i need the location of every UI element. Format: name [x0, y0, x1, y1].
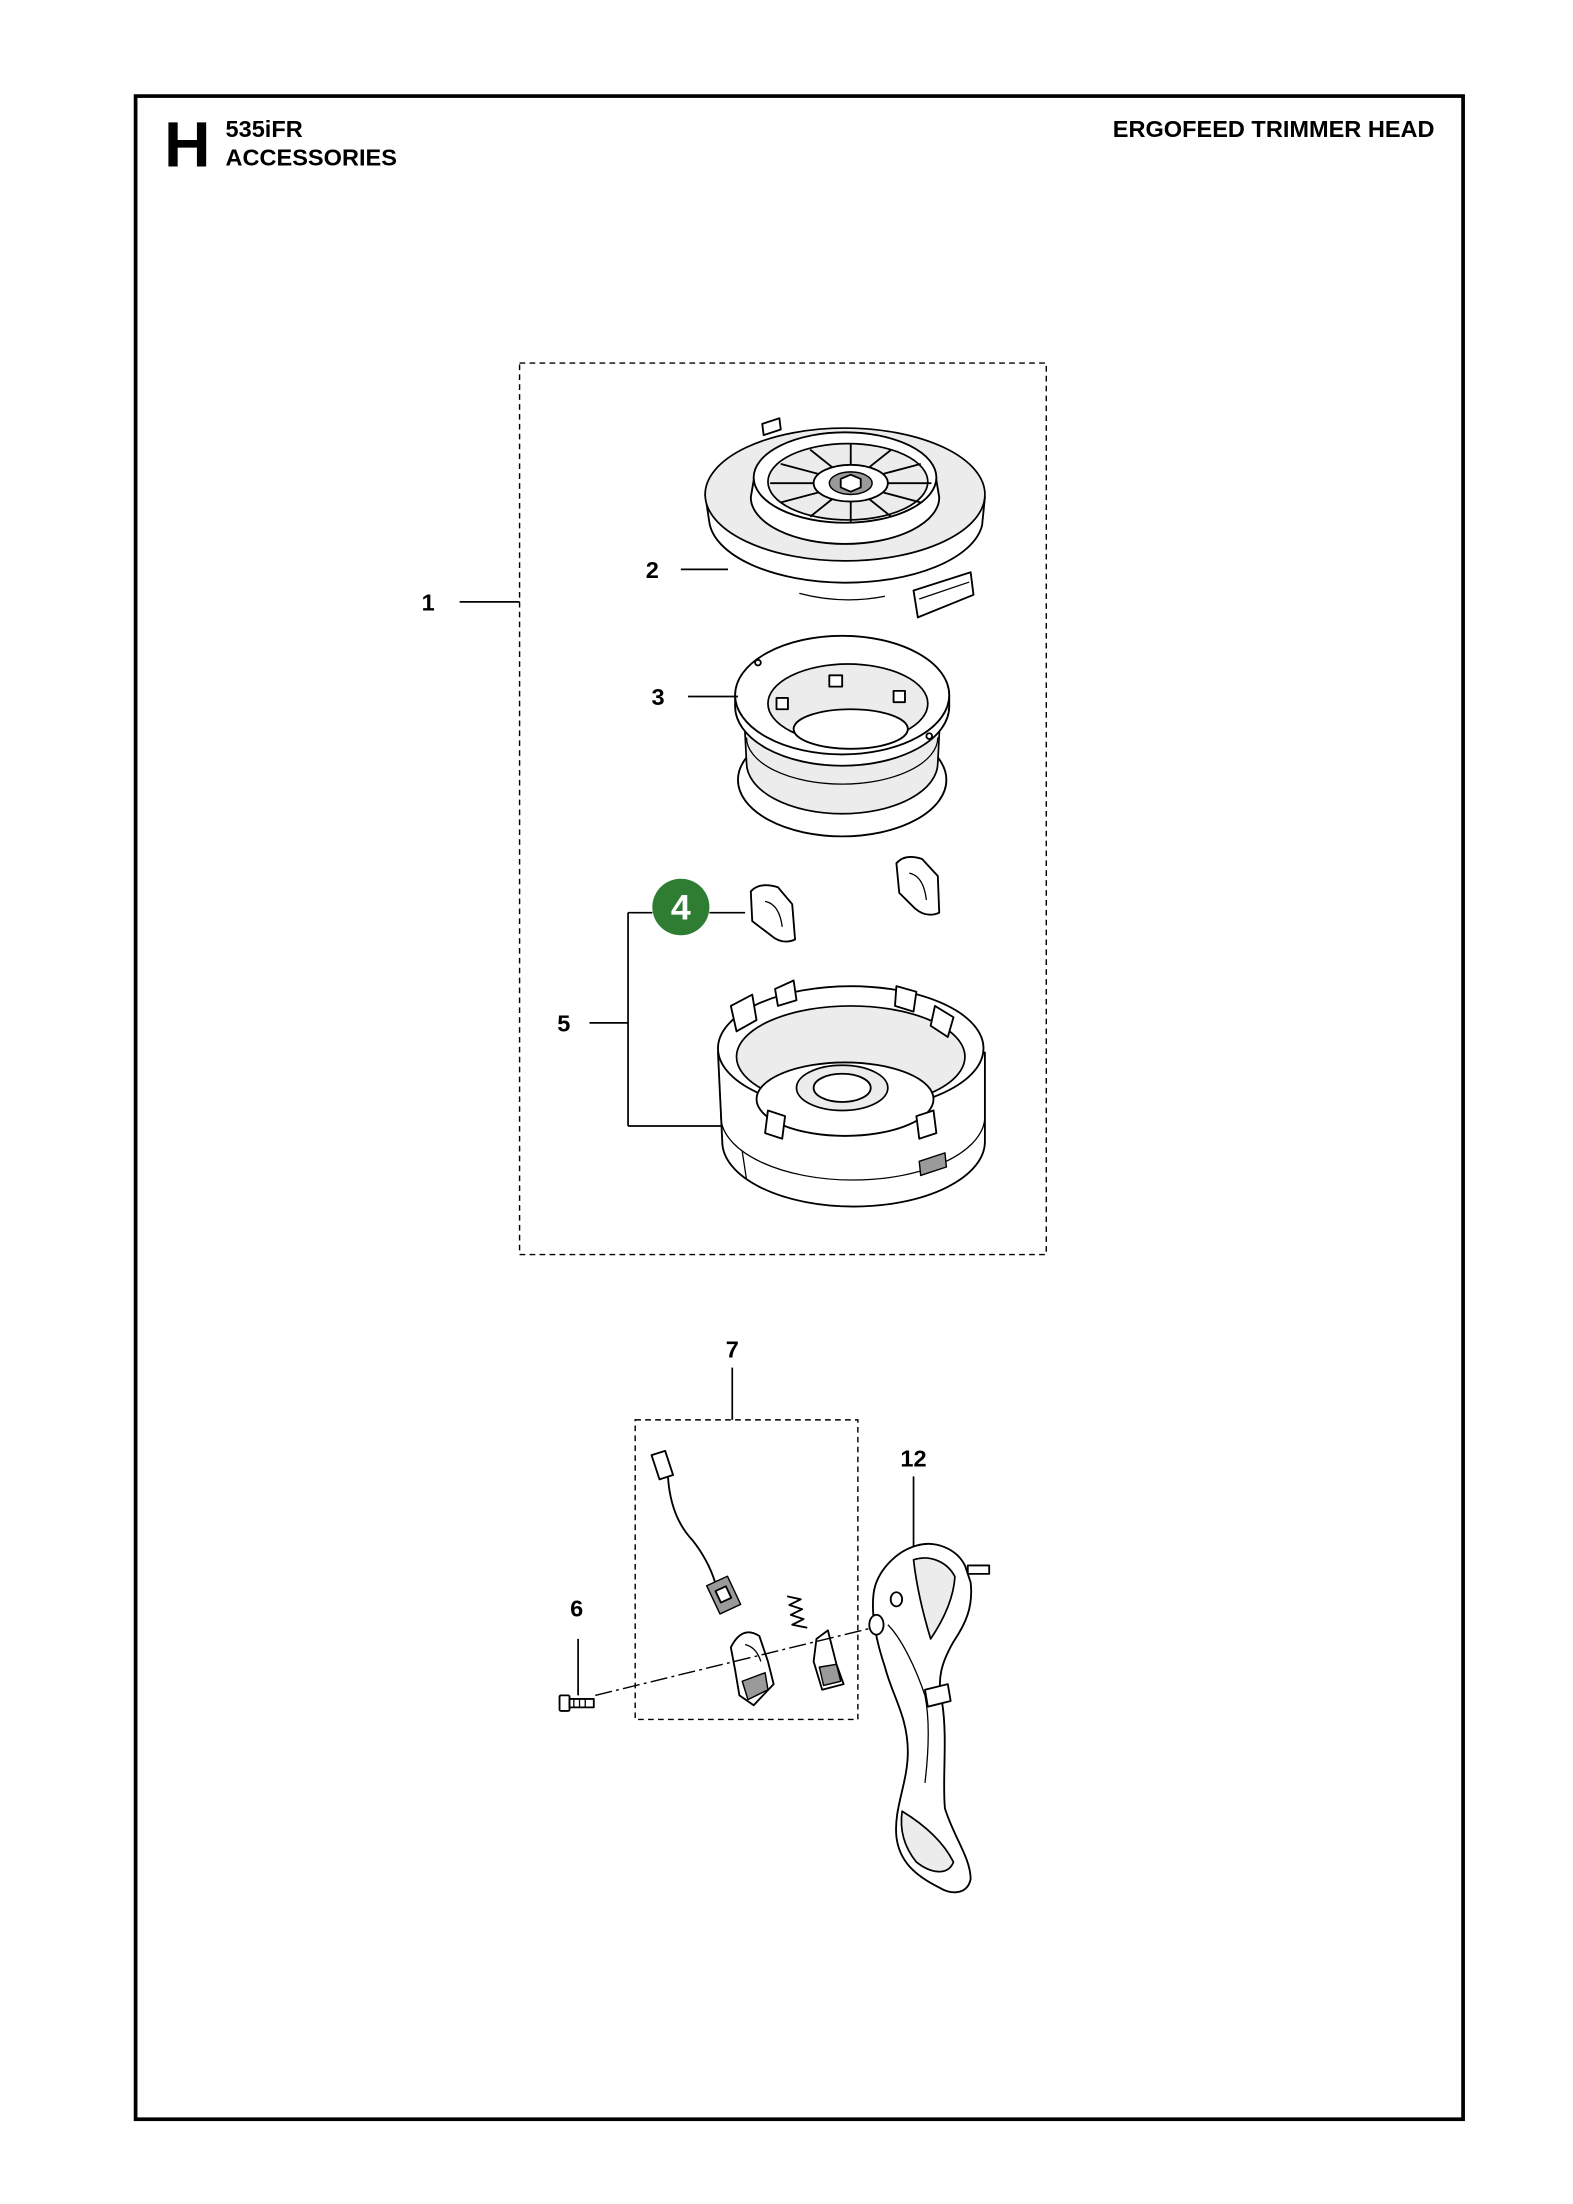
- line-spool-icon: [734, 634, 951, 838]
- section-letter: H: [164, 109, 210, 181]
- trimmer-housing-icon: [717, 979, 986, 1208]
- kit-7-boundary: [634, 1419, 859, 1721]
- category-name: ACCESSORIES: [226, 144, 397, 170]
- callout-4: 4: [671, 888, 691, 928]
- kit-1-boundary: [518, 362, 1048, 1256]
- cable-kit-icon: [650, 1449, 845, 1707]
- handle-icon: [868, 1543, 991, 1894]
- callout-12: 12: [900, 1446, 926, 1472]
- header: H 535iFR ACCESSORIES ERGOFEED TRIMMER HE…: [164, 109, 1434, 181]
- screw-icon: [558, 1694, 595, 1712]
- page-border: [133, 94, 1465, 2122]
- eyelet-clip-icon: [749, 856, 941, 943]
- callout-4-highlight-badge: [652, 878, 710, 936]
- callout-5: 5: [557, 1010, 570, 1036]
- callouts: 1 2 3 4 5 6 7 12: [422, 557, 927, 1621]
- page-title: ERGOFEED TRIMMER HEAD: [1113, 116, 1435, 142]
- leader-lines: [459, 568, 915, 1696]
- callout-6: 6: [570, 1595, 583, 1621]
- callout-2: 2: [646, 557, 659, 583]
- callout-1: 1: [422, 589, 435, 615]
- trimmer-cover-icon: [704, 417, 986, 619]
- leader-bracket-5: [589, 911, 721, 1127]
- assembly-line-6: [595, 1626, 874, 1697]
- model-name: 535iFR: [226, 116, 303, 142]
- callout-3: 3: [651, 684, 664, 710]
- callout-7: 7: [726, 1337, 739, 1363]
